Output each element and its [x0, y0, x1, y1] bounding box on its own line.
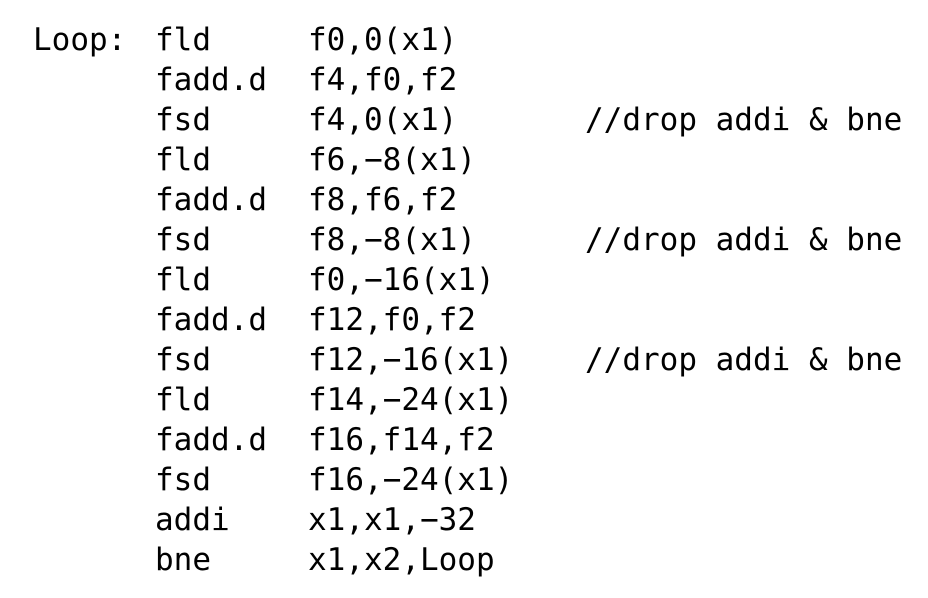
instruction-mnemonic: fsd — [155, 222, 211, 258]
instruction-operands: f8,f6,f2 — [308, 182, 458, 218]
instruction-operands: f0,−16(x1) — [308, 262, 495, 298]
instruction-operands: f16,−24(x1) — [308, 462, 514, 498]
loop-label — [33, 300, 155, 340]
loop-label — [33, 260, 155, 300]
instruction-mnemonic: fadd.d — [155, 302, 267, 338]
code-line: fadd.d f16,f14,f2 — [33, 420, 902, 460]
instruction-comment — [585, 540, 902, 580]
loop-label — [33, 460, 155, 500]
instruction-operands: f6,−8(x1) — [308, 142, 476, 178]
code-line: fsd f12,−16(x1) //drop addi & bne — [33, 340, 902, 380]
instruction-comment — [585, 420, 902, 460]
instruction-mnemonic: fsd — [155, 462, 211, 498]
code-line: fadd.d f12,f0,f2 — [33, 300, 902, 340]
instruction-mnemonic: fld — [155, 22, 211, 58]
instruction-operands: f16,f14,f2 — [308, 422, 495, 458]
instruction-mnemonic: addi — [155, 502, 230, 538]
instruction-operands: f14,−24(x1) — [308, 382, 514, 418]
code-line: addi x1,x1,−32 — [33, 500, 902, 540]
instruction-comment — [585, 500, 902, 540]
loop-label — [33, 380, 155, 420]
code-line: fsd f16,−24(x1) — [33, 460, 902, 500]
instruction-operands: f8,−8(x1) — [308, 222, 476, 258]
instruction-comment — [585, 460, 902, 500]
instruction-operands: f12,−16(x1) — [308, 342, 514, 378]
loop-label — [33, 540, 155, 580]
instruction-mnemonic: fld — [155, 382, 211, 418]
code-line: fld f14,−24(x1) — [33, 380, 902, 420]
instruction-comment — [585, 260, 902, 300]
instruction-comment — [585, 380, 902, 420]
code-line: fadd.d f4,f0,f2 — [33, 60, 902, 100]
code-line: fld f6,−8(x1) — [33, 140, 902, 180]
instruction-comment: //drop addi & bne — [585, 342, 903, 378]
loop-label — [33, 180, 155, 220]
instruction-comment — [585, 300, 902, 340]
instruction-operands: x1,x2,Loop — [308, 542, 495, 578]
code-line: bne x1,x2,Loop — [33, 540, 902, 580]
instruction-mnemonic: fld — [155, 262, 211, 298]
instruction-mnemonic: bne — [155, 542, 211, 578]
code-line: fadd.d f8,f6,f2 — [33, 180, 902, 220]
instruction-operands: x1,x1,−32 — [308, 502, 476, 538]
instruction-operands: f4,0(x1) — [308, 102, 458, 138]
code-line: fld f0,−16(x1) — [33, 260, 902, 300]
assembly-code-listing: Loop: fld f0,0(x1) fadd.d f4,f0,f2 fsd f… — [33, 20, 902, 580]
instruction-mnemonic: fadd.d — [155, 422, 267, 458]
loop-label: Loop: — [33, 22, 127, 58]
instruction-operands: f0,0(x1) — [308, 22, 458, 58]
instruction-comment — [585, 180, 902, 220]
instruction-comment: //drop addi & bne — [585, 222, 903, 258]
loop-label — [33, 140, 155, 180]
instruction-operands: f4,f0,f2 — [308, 62, 458, 98]
code-line: Loop: fld f0,0(x1) — [33, 20, 902, 60]
instruction-mnemonic: fsd — [155, 342, 211, 378]
instruction-mnemonic: fadd.d — [155, 182, 267, 218]
code-line: fsd f8,−8(x1) //drop addi & bne — [33, 220, 902, 260]
loop-label — [33, 420, 155, 460]
code-line: fsd f4,0(x1) //drop addi & bne — [33, 100, 902, 140]
loop-label — [33, 500, 155, 540]
instruction-comment: //drop addi & bne — [585, 102, 903, 138]
instruction-comment — [585, 140, 902, 180]
instruction-comment — [585, 60, 902, 100]
loop-label — [33, 100, 155, 140]
loop-label — [33, 60, 155, 100]
instruction-comment — [585, 20, 902, 60]
instruction-mnemonic: fsd — [155, 102, 211, 138]
loop-label — [33, 220, 155, 260]
instruction-mnemonic: fadd.d — [155, 62, 267, 98]
instruction-operands: f12,f0,f2 — [308, 302, 476, 338]
instruction-mnemonic: fld — [155, 142, 211, 178]
loop-label — [33, 340, 155, 380]
